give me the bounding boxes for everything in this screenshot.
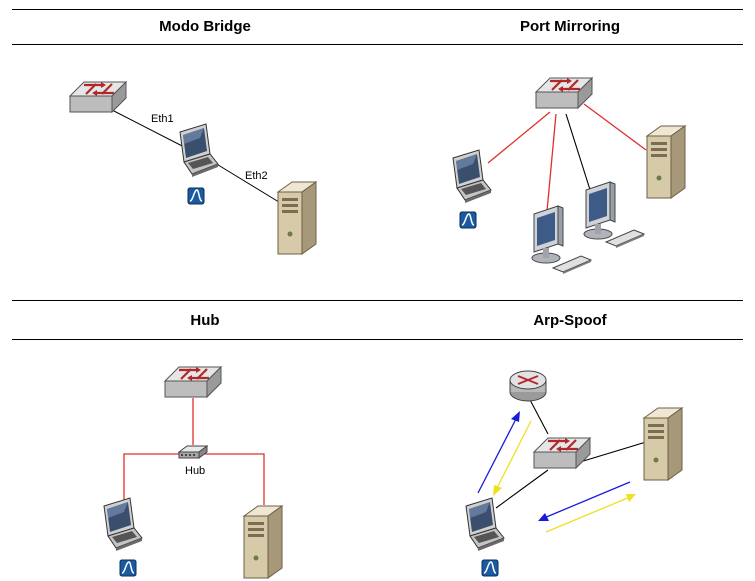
server-icon: [243, 505, 283, 579]
laptop-icon: [452, 149, 492, 204]
section-divider: [12, 300, 743, 301]
hub-label: Hub: [185, 465, 206, 477]
sniffer-badge-icon: [459, 211, 477, 229]
header-rule-top: [12, 44, 743, 45]
server-icon: [646, 125, 686, 199]
panel-title-port-mirroring: Port Mirroring: [520, 18, 620, 35]
sniffer-badge-icon: [481, 559, 499, 577]
sniffer-badge-icon: [119, 559, 137, 577]
switch-icon: [68, 80, 128, 114]
sniffer-badge-icon: [187, 187, 205, 205]
hub-icon: [178, 445, 208, 459]
panel-title-hub: Hub: [190, 312, 220, 329]
eth2-label: Eth2: [245, 170, 268, 182]
modo-bridge-panel: [68, 80, 317, 255]
eth1-label: Eth1: [151, 113, 174, 125]
switch-icon: [532, 436, 592, 470]
top-rule: [12, 9, 743, 10]
laptop-icon: [103, 497, 143, 552]
switch-icon: [534, 76, 594, 110]
port-mirroring-panel: [452, 76, 686, 275]
laptop-icon: [179, 123, 219, 178]
server-icon: [643, 407, 683, 481]
hub-panel: [103, 365, 283, 579]
header-rule-bottom: [12, 339, 743, 340]
server-icon: [277, 181, 317, 255]
eth1-link: [111, 109, 191, 151]
desktop-icon: [583, 181, 616, 240]
router-icon: [509, 370, 547, 402]
switch-icon: [163, 365, 223, 399]
desktop-icon: [531, 205, 564, 264]
panel-title-modo-bridge: Modo Bridge: [159, 18, 251, 35]
panel-title-arp-spoof: Arp-Spoof: [533, 312, 607, 329]
arp-spoof-panel: [465, 370, 683, 577]
